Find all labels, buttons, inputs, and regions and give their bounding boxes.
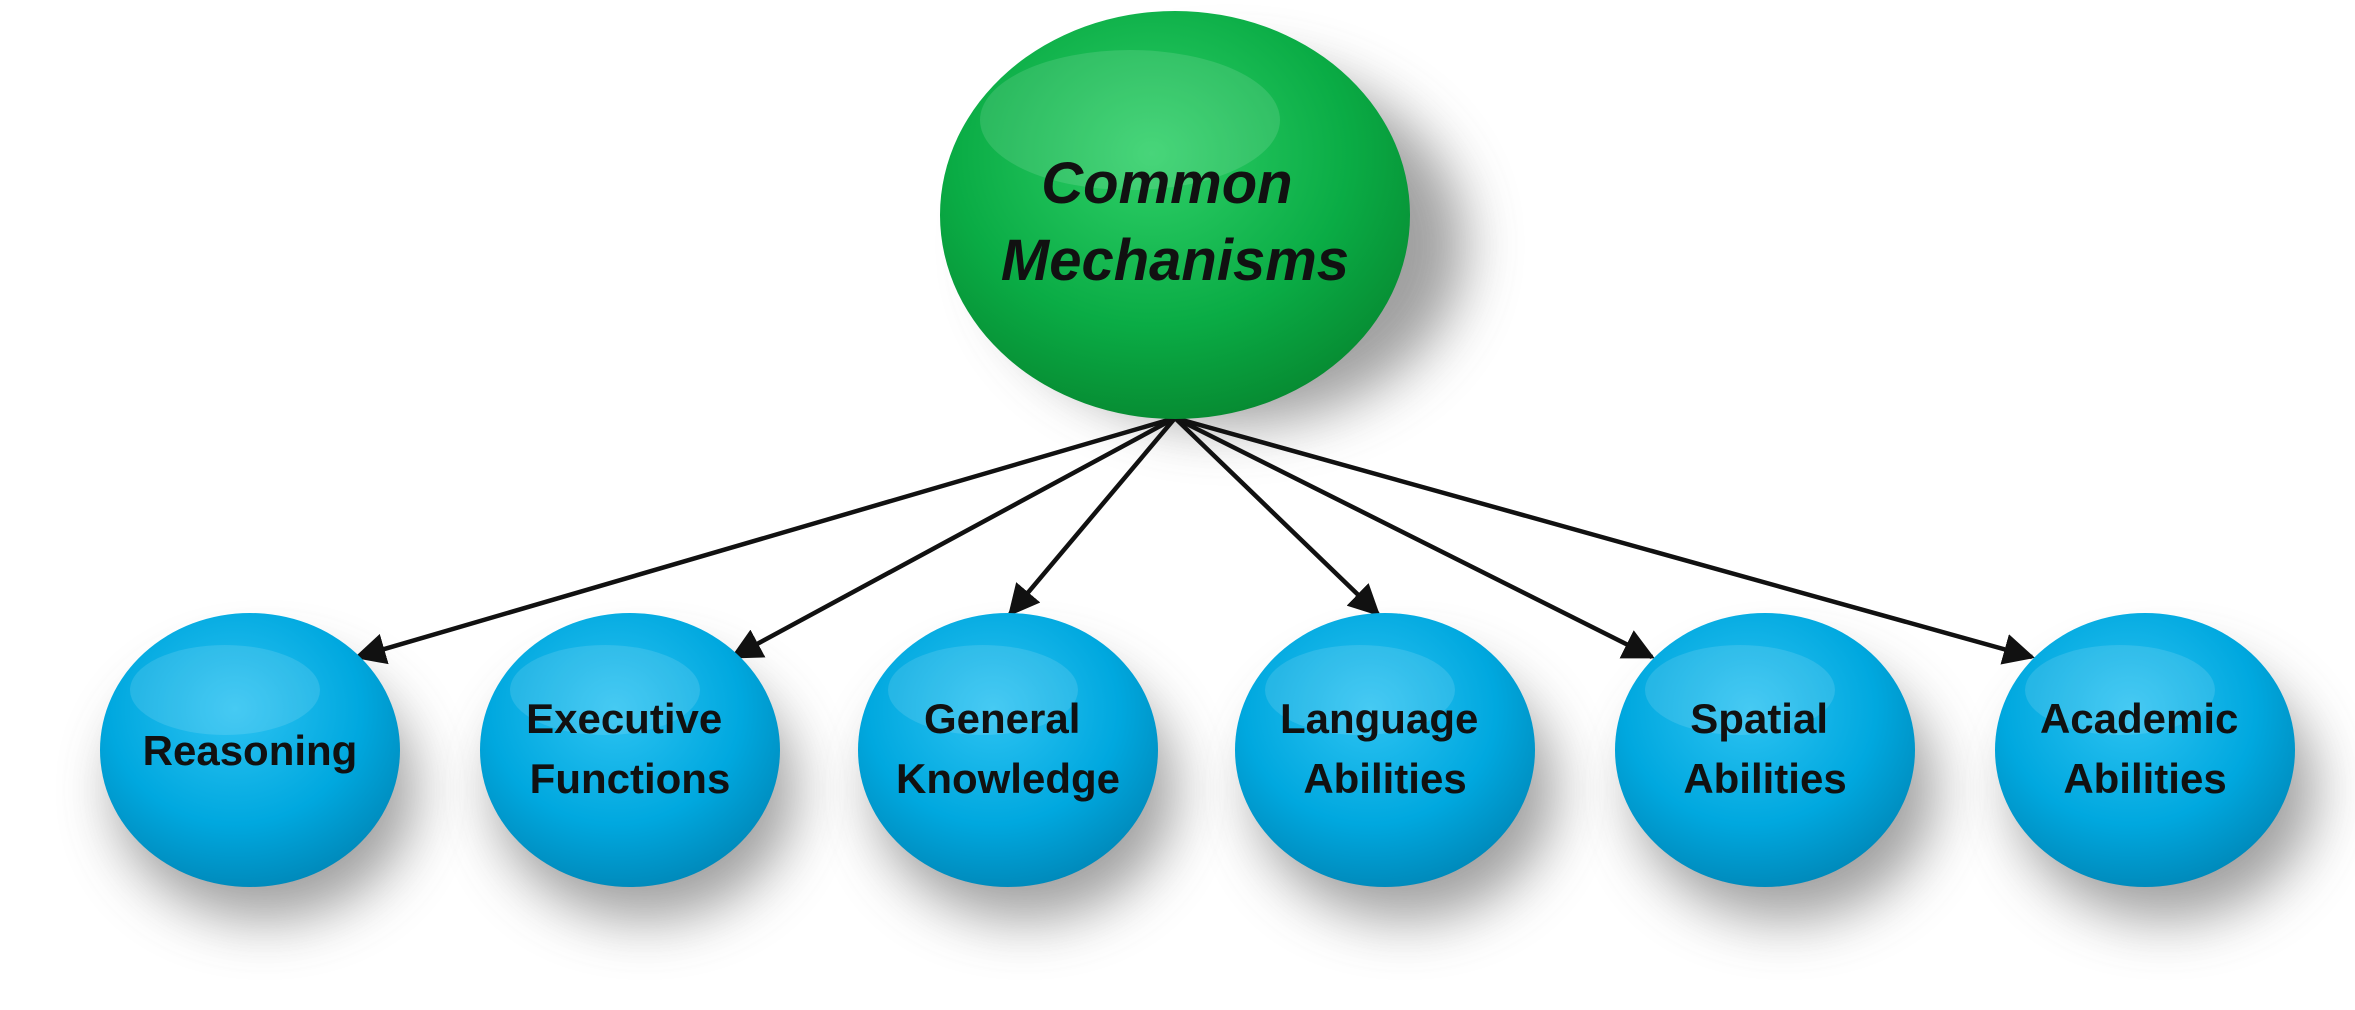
root-node-circle [940, 11, 1410, 419]
child-node-highlight [888, 645, 1078, 735]
child-node-label: Language Abilities [1280, 695, 1490, 802]
child-label-line-1: Language [1280, 695, 1478, 742]
child-node-circle [1615, 613, 1915, 887]
child-node-label: Executive Functions [526, 695, 734, 802]
child-node-highlight [1265, 645, 1455, 735]
child-node-circle [100, 613, 400, 887]
child-label-line-1: Executive [526, 695, 722, 742]
child-label-line-1: Spatial [1690, 695, 1828, 742]
child-node-highlight [510, 645, 700, 735]
child-label-line-2: Abilities [1683, 755, 1846, 802]
connector-arrow-reasoning [353, 415, 1176, 665]
root-node-highlight [980, 50, 1280, 190]
child-node-highlight [2025, 645, 2215, 735]
child-node-label: Reasoning [143, 727, 358, 774]
child-node-circle [480, 613, 780, 887]
child-label-line-2: Abilities [2063, 755, 2226, 802]
child-node-label: Spatial Abilities [1683, 695, 1846, 802]
child-node-label: General Knowledge [896, 695, 1120, 802]
connector-arrow-academic-abilities [1174, 415, 2036, 665]
connector-arrow-executive-functions [730, 416, 1177, 659]
child-node-circle [1235, 613, 1535, 887]
child-node-circle [1995, 613, 2295, 887]
child-label-line-2: Abilities [1303, 755, 1466, 802]
child-label-line-1: General [924, 695, 1080, 742]
child-node-highlight [1645, 645, 1835, 735]
child-label-line-2: Functions [530, 755, 731, 802]
root-node: Common Mechanisms [940, 11, 1410, 419]
child-node-language-abilities: Language Abilities [1235, 613, 1535, 887]
child-node-academic-abilities: Academic Abilities [1995, 613, 2295, 887]
root-node-label: Common Mechanisms [1001, 151, 1349, 293]
child-label-line-2: Knowledge [896, 755, 1120, 802]
connector-arrow-language-abilities [1173, 416, 1381, 617]
child-node-reasoning: Reasoning [100, 613, 400, 887]
connector-arrow-general-knowledge [1007, 416, 1177, 617]
root-label-line-1: Common [1041, 151, 1292, 216]
root-label-line-2: Mechanisms [1001, 228, 1349, 293]
child-node-general-knowledge: General Knowledge [858, 613, 1158, 887]
child-node-highlight [130, 645, 320, 735]
child-node-spatial-abilities: Spatial Abilities [1615, 613, 1915, 887]
child-label-line-1: Academic [2040, 695, 2238, 742]
child-node-executive-functions: Executive Functions [480, 613, 780, 887]
child-node-circle [858, 613, 1158, 887]
child-node-label: Academic Abilities [2040, 695, 2250, 802]
connector-arrow-spatial-abilities [1173, 415, 1655, 660]
arrow-layer [353, 415, 2036, 665]
child-label-line-1: Reasoning [143, 727, 358, 774]
